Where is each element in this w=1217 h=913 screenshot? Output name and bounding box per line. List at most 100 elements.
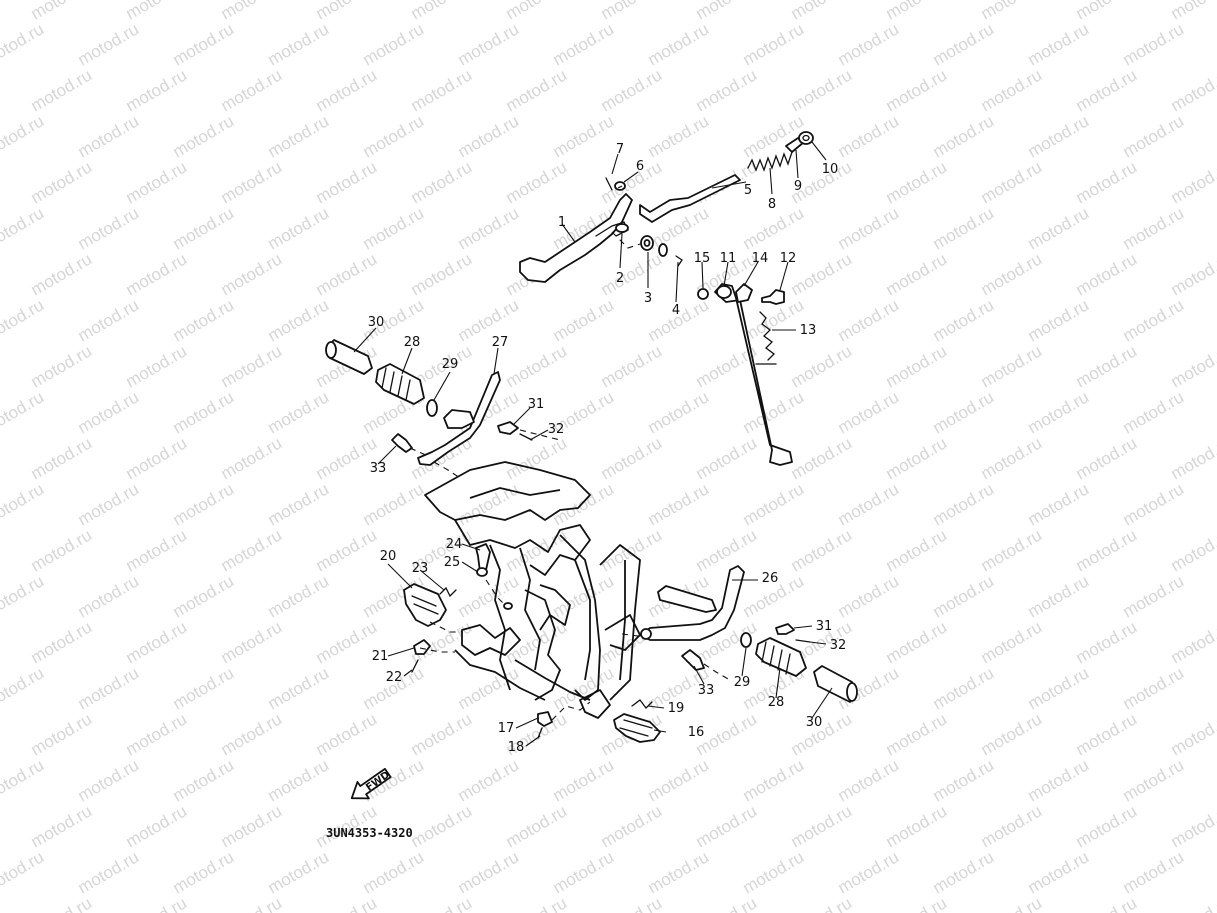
watermark-text: motod.ru: [1073, 433, 1141, 483]
watermark-text: motod.ru: [598, 525, 666, 575]
watermark-text: motod.ru: [645, 111, 713, 161]
watermark-text: motod.ru: [1073, 801, 1141, 851]
watermark-text: motod.ru: [1025, 19, 1093, 69]
callout-6: 6: [636, 159, 644, 174]
watermark-text: motod.ru: [1120, 387, 1188, 437]
watermark-text: motod.ru: [123, 893, 191, 913]
watermark-text: motod.ru: [123, 433, 191, 483]
watermark-text: motod.ru: [265, 387, 333, 437]
sidestand-linkage: [519, 131, 814, 283]
watermark-text: motod.ru: [550, 571, 618, 621]
watermark-text: motod.ru: [930, 19, 998, 69]
watermark-text: motod.ru: [1025, 295, 1093, 345]
watermark-text: motod.ru: [930, 387, 998, 437]
watermark-text: motod.ru: [0, 847, 47, 897]
callout-30-left: 30: [368, 315, 385, 330]
watermark-text: motod.ru: [503, 65, 571, 115]
watermark-text: motod.ru: [1073, 341, 1141, 391]
watermark-text: motod.ru: [28, 617, 96, 667]
watermark-text: motod.ru: [28, 525, 96, 575]
watermark-text: motod.ru: [265, 19, 333, 69]
watermark-text: motod.ru: [645, 755, 713, 805]
callout-19: 19: [668, 701, 685, 716]
watermark-text: motod.ru: [788, 65, 856, 115]
left-footrest: [325, 339, 533, 466]
callout-32-left: 32: [548, 422, 565, 437]
watermark-text: motod.ru: [598, 249, 666, 299]
watermark-text: motod.ru: [978, 341, 1046, 391]
callout-13: 13: [800, 323, 817, 338]
watermark-text: motod.ru: [788, 249, 856, 299]
watermark-text: motod.ru: [1168, 709, 1217, 759]
watermark-text: motod.ru: [218, 157, 286, 207]
watermark-text: motod.ru: [360, 203, 428, 253]
watermark-text: motod.ru: [360, 847, 428, 897]
watermark-text: motod.ru: [883, 157, 951, 207]
watermark-text: motod.ru: [1073, 157, 1141, 207]
watermark-text: motod.ru: [75, 19, 143, 69]
watermark-text: motod.ru: [265, 203, 333, 253]
watermark-text: motod.ru: [1120, 847, 1188, 897]
watermark-text: motod.ru: [28, 801, 96, 851]
watermark-text: motod.ru: [550, 19, 618, 69]
watermark-text: motod.ru: [170, 19, 238, 69]
watermark-text: motod.ru: [930, 755, 998, 805]
watermark-text: motod.ru: [218, 433, 286, 483]
watermark-text: motod.ru: [408, 157, 476, 207]
watermark-text: motod.ru: [930, 571, 998, 621]
watermark-text: motod.ru: [123, 249, 191, 299]
watermark-text: motod.ru: [170, 111, 238, 161]
watermark-text: motod.ru: [788, 801, 856, 851]
watermark-text: motod.ru: [835, 755, 903, 805]
watermark-text: motod.ru: [1025, 663, 1093, 713]
watermark-text: motod.ru: [598, 433, 666, 483]
callout-28-right: 28: [768, 695, 785, 710]
watermark-text: motod.ru: [265, 847, 333, 897]
watermark-text: motod.ru: [693, 525, 761, 575]
watermark-text: motod.ru: [313, 709, 381, 759]
watermark-text: motod.ru: [75, 111, 143, 161]
watermark-text: motod.ru: [1168, 65, 1217, 115]
watermark-text: motod.ru: [1025, 479, 1093, 529]
right-footrest: [639, 565, 858, 703]
watermark-text: motod.ru: [123, 341, 191, 391]
callout-20: 20: [380, 549, 397, 564]
watermark-text: motod.ru: [550, 479, 618, 529]
watermark-text: motod.ru: [598, 893, 666, 913]
watermark-text: motod.ru: [1025, 847, 1093, 897]
callout-17: 17: [498, 721, 515, 736]
callout-21: 21: [372, 649, 389, 664]
watermark-text: motod.ru: [28, 249, 96, 299]
watermark-text: motod.ru: [740, 479, 808, 529]
watermark-text: motod.ru: [835, 19, 903, 69]
watermark-text: motod.ru: [123, 525, 191, 575]
watermark-text: motod.ru: [1168, 801, 1217, 851]
watermark-text: motod.ru: [835, 571, 903, 621]
watermark-text: motod.ru: [28, 893, 96, 913]
watermark-text: motod.ru: [1120, 479, 1188, 529]
watermark-text: motod.ru: [0, 111, 47, 161]
watermark-text: motod.ru: [930, 203, 998, 253]
watermark-text: motod.ru: [265, 111, 333, 161]
watermark-text: motod.ru: [313, 65, 381, 115]
watermark-text: motod.ru: [1168, 433, 1217, 483]
callout-2: 2: [616, 271, 624, 286]
callout-32-right: 32: [830, 638, 847, 653]
watermark-text: motod.ru: [978, 157, 1046, 207]
watermark-text: motod.ru: [883, 801, 951, 851]
watermark-text: motod.ru: [170, 295, 238, 345]
watermark-text: motod.ru: [75, 479, 143, 529]
watermark-text: motod.ru: [170, 847, 238, 897]
watermark-text: motod.ru: [1120, 111, 1188, 161]
watermark-text: motod.ru: [978, 249, 1046, 299]
callout-16: 16: [688, 725, 705, 740]
callout-28-left: 28: [404, 335, 421, 350]
diagram-code: 3UN4353-4320: [326, 826, 413, 840]
watermark-text: motod.ru: [218, 617, 286, 667]
watermark-text: motod.ru: [170, 571, 238, 621]
watermark-text: motod.ru: [123, 65, 191, 115]
callout-31-left: 31: [528, 397, 545, 412]
watermark-text: motod.ru: [978, 65, 1046, 115]
